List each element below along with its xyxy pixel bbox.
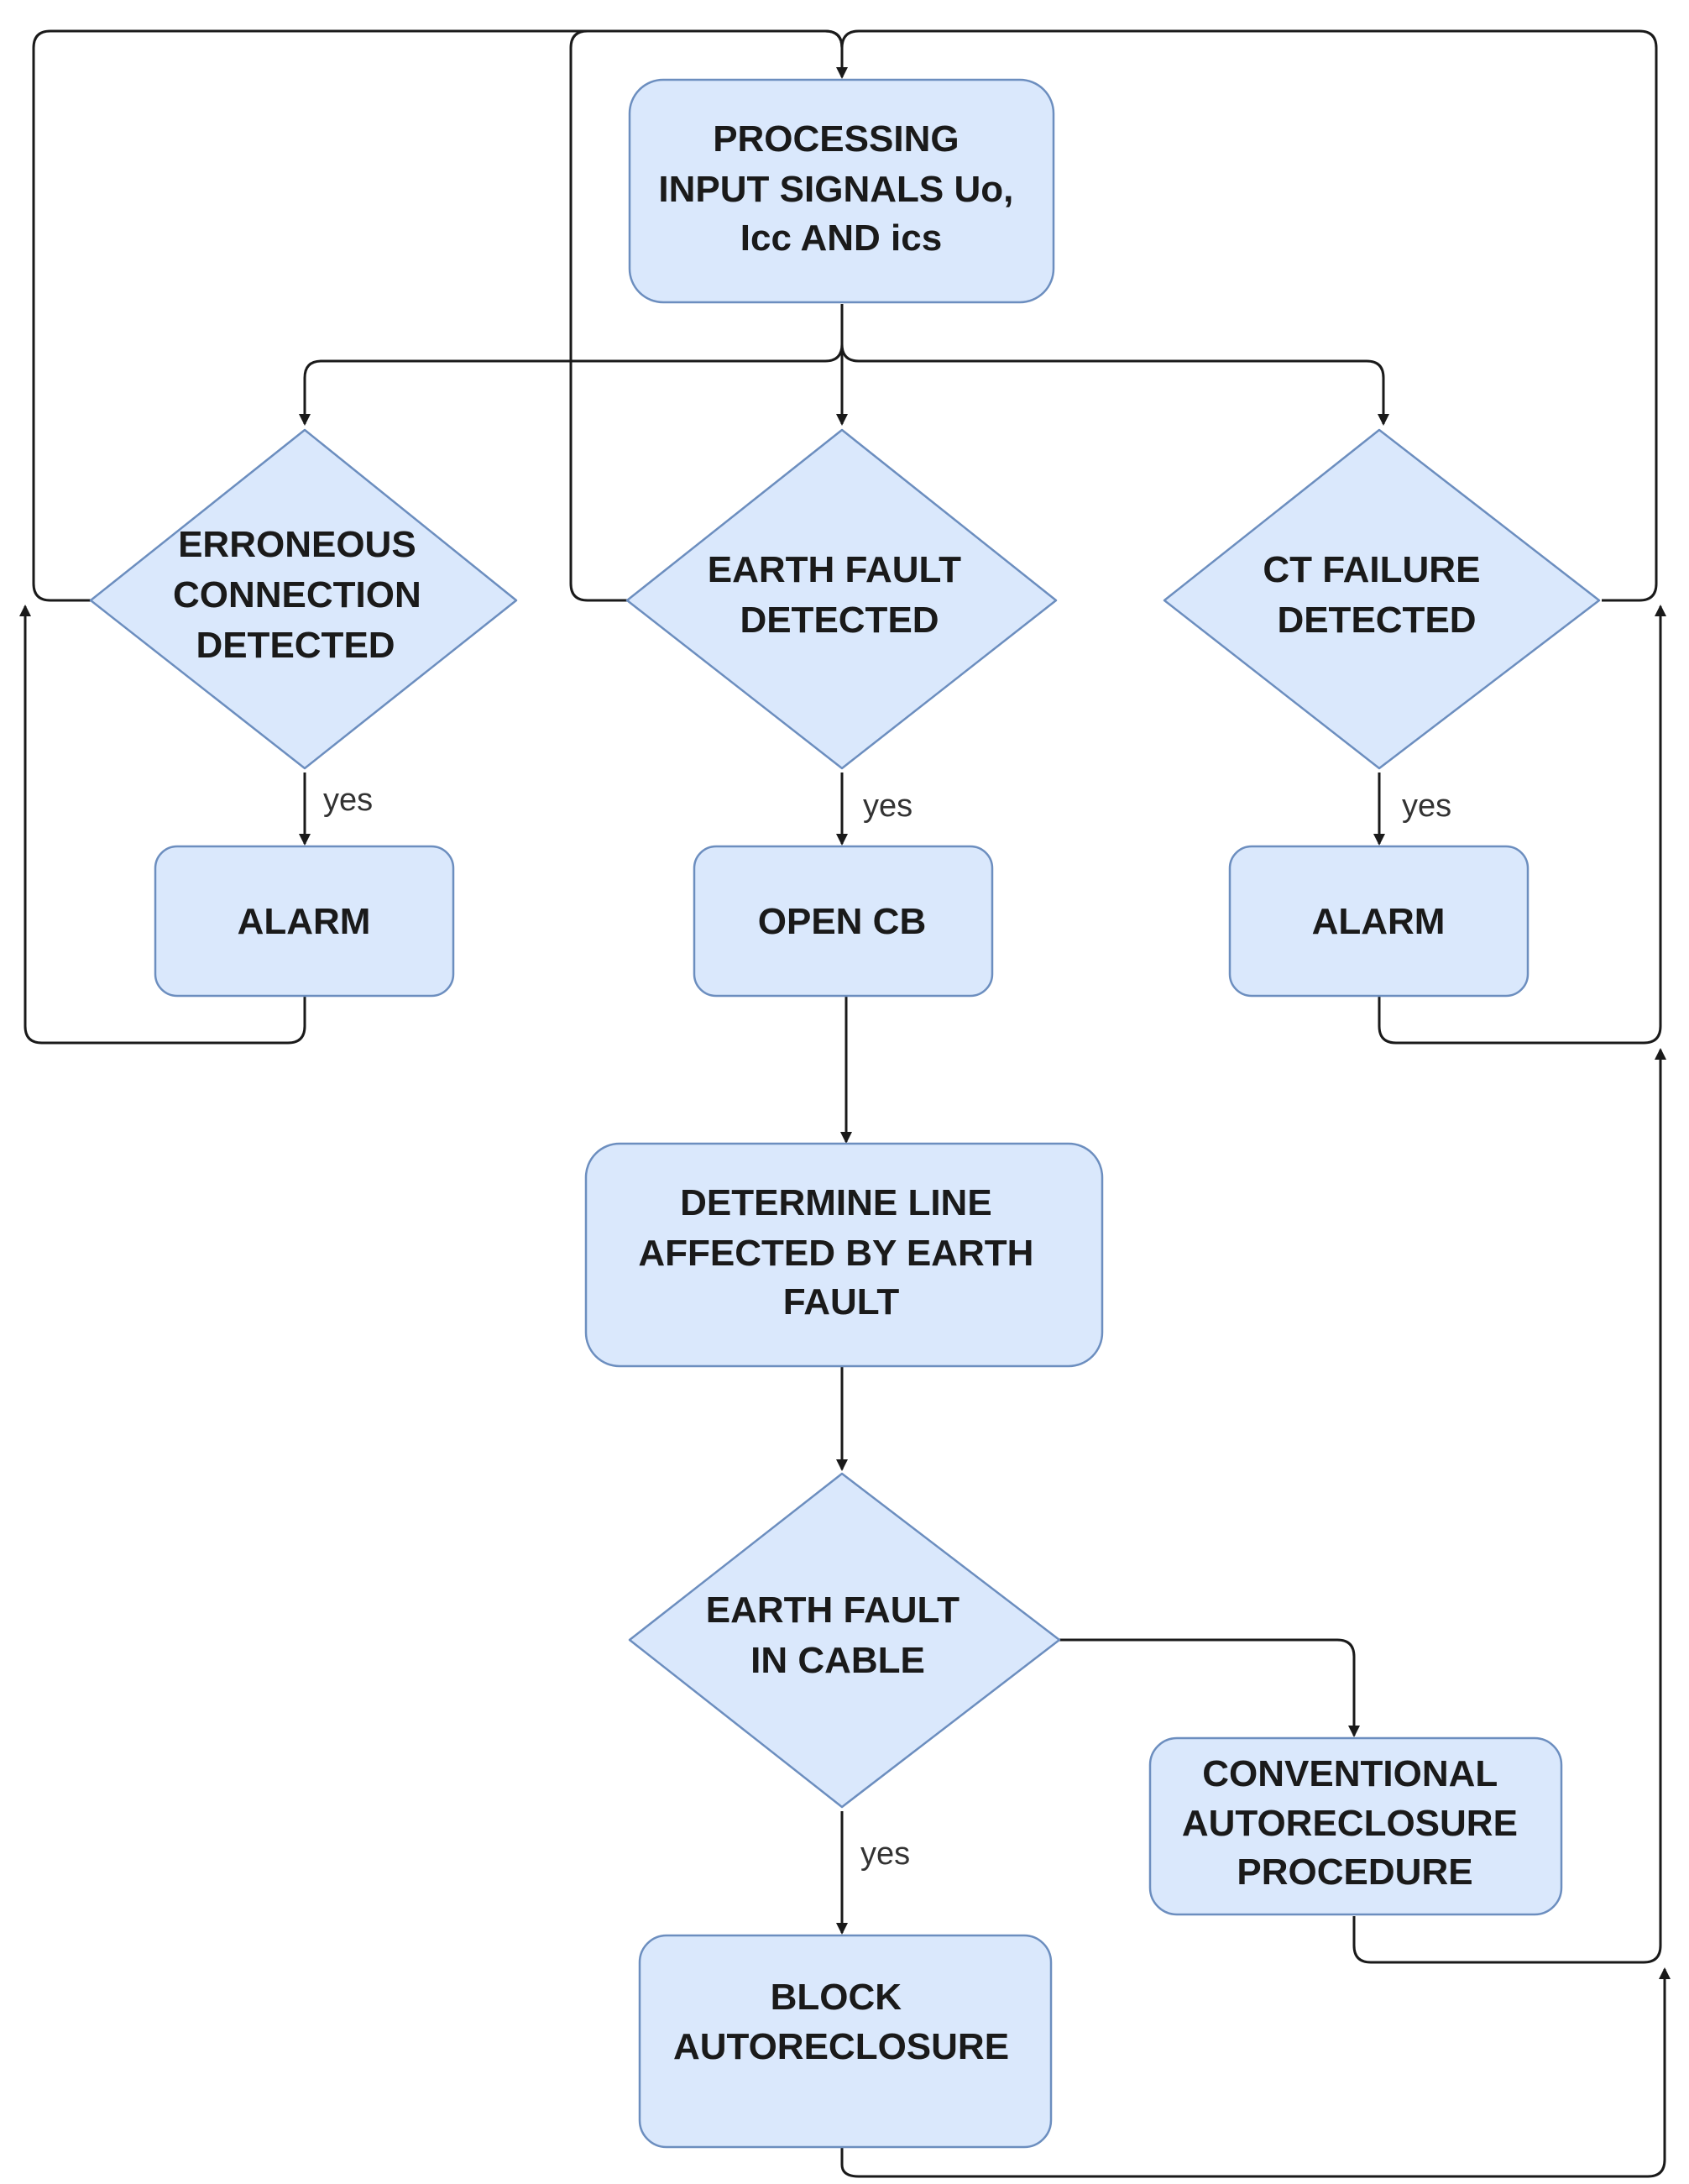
node-alarm-right: ALARM xyxy=(1228,845,1530,998)
node-open-cb: OPEN CB xyxy=(693,845,994,998)
edge-block-loop xyxy=(840,1967,1671,2178)
edges xyxy=(19,29,1671,2178)
edge-ct-failure-loop-to-processing xyxy=(840,29,1658,602)
svg-text:CT FAILURE DETECTED: CT FAILURE DETECTED xyxy=(1263,549,1490,641)
svg-text:DETERMINE LINE AFFECTED: DETERMINE LINE AFFECTED BY EARTH FAULT xyxy=(638,1182,1043,1322)
node-block-autoreclosure: BLOCK AUTORECLOSURE xyxy=(638,1934,1053,2149)
decision-ct-failure-detected: CT FAILURE DETECTED xyxy=(1163,428,1601,770)
edge-label-cable-yes: yes xyxy=(860,1836,910,1872)
svg-text:CONVENTIONAL AUTORECLOSU: CONVENTIONAL AUTORECLOSURE PROCEDURE xyxy=(1182,1753,1528,1893)
edge-processing-to-erroneous xyxy=(299,304,844,426)
edge-label-erroneous-yes: yes xyxy=(323,783,373,818)
svg-text:OPEN CB: OPEN CB xyxy=(758,901,926,942)
svg-text:ERRONEOUS CONNECTION: ERRONEOUS CONNECTION DETECTED xyxy=(173,524,431,666)
edge-label-earth-fault-yes: yes xyxy=(863,788,912,824)
decision-earth-fault-detected: EARTH FAULT DETECTED xyxy=(625,428,1058,770)
node-determine-line: DETERMINE LINE AFFECTED BY EARTH FAULT xyxy=(584,1142,1104,1368)
edge-processing-to-ct-failure xyxy=(840,343,1389,426)
edge-label-ct-failure-yes: yes xyxy=(1402,788,1451,824)
svg-text:EARTH FAULT DETECTED: EARTH FAULT DETECTED xyxy=(708,549,972,641)
edge-labels: yes yes yes yes xyxy=(323,783,1451,1872)
edge-earth-fault-loop-to-processing xyxy=(569,29,844,602)
edge-alarm-right-loop xyxy=(1378,605,1666,1045)
node-alarm-left: ALARM xyxy=(154,845,455,998)
node-conventional-autoreclosure: CONVENTIONAL AUTORECLOSURE PROCEDURE xyxy=(1148,1736,1563,1916)
svg-text:BLOCK AUTORECLOSURE: BLOCK AUTORECLOSURE xyxy=(673,1977,1009,2067)
node-processing: PROCESSING INPUT SIGNALS Uo, Icc AND ics xyxy=(628,78,1055,304)
decision-earth-fault-in-cable: EARTH FAULT IN CABLE xyxy=(628,1472,1061,1809)
edge-conventional-loop xyxy=(1352,1048,1666,1964)
edge-cable-to-conventional xyxy=(1059,1638,1360,1737)
svg-text:ALARM: ALARM xyxy=(238,901,371,942)
svg-text:EARTH FAULT IN CABLE: EARTH FAULT IN CABLE xyxy=(706,1590,970,1681)
edge-alarm-left-loop xyxy=(19,605,306,1045)
decision-erroneous-connection: ERRONEOUS CONNECTION DETECTED xyxy=(89,428,518,770)
svg-text:PROCESSING INPUT SIGNALS: PROCESSING INPUT SIGNALS Uo, Icc AND ics xyxy=(658,118,1023,259)
svg-text:ALARM: ALARM xyxy=(1312,901,1446,942)
